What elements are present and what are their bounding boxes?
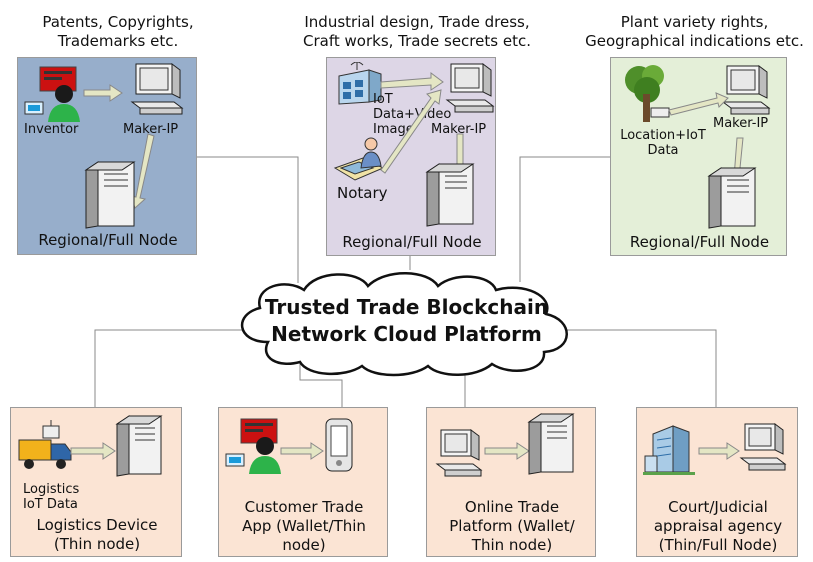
label-line: Logistics <box>23 482 80 497</box>
panel-industrial-node: IoT Data+Video Image Maker-IP Notary Reg… <box>326 57 496 256</box>
caption-line: Customer Trade <box>244 498 364 516</box>
caption-line: Thin node) <box>471 536 553 554</box>
flow-arrows <box>83 84 155 209</box>
panel-online-trade: Online Trade Platform (Wallet/ Thin node… <box>426 407 596 557</box>
label-line: Location+IoT <box>620 128 706 143</box>
header-line: Industrial design, Trade dress, <box>304 13 530 31</box>
server-icon <box>527 413 575 475</box>
header-line: Trademarks etc. <box>57 32 179 50</box>
node-caption: Regional/Full Node <box>629 233 770 251</box>
iot-data-label: IoT Data+Video Image <box>373 92 451 137</box>
label-line: Image <box>373 122 414 137</box>
maker-ip-label: Maker-IP <box>713 116 769 131</box>
cloud-title-line1: Trusted Trade Blockchain <box>264 295 549 319</box>
caption-line: App (Wallet/Thin <box>242 517 366 535</box>
computer-icon <box>739 423 787 471</box>
panel-plant-node: Location+IoT Data Maker-IP Regional/Full… <box>610 57 787 256</box>
header-line: Patents, Copyrights, <box>42 13 194 31</box>
location-iot-label: Location+IoT Data <box>613 128 713 158</box>
flow-arrows <box>484 442 530 460</box>
caption-line: Logistics Device <box>36 516 158 534</box>
panel-court-judicial: Court/Judicial appraisal agency (Thin/Fu… <box>636 407 798 557</box>
label-line: Data+Video <box>373 107 452 122</box>
panel-patents-node: Inventor Maker-IP Regional/Full Node <box>17 57 197 255</box>
cloud-platform-shape <box>241 272 568 377</box>
flow-arrows <box>280 442 324 460</box>
mobile-device-icon <box>325 418 353 472</box>
server-icon <box>115 415 163 477</box>
caption-line: appraisal agency <box>653 517 783 535</box>
caption-line: Platform (Wallet/ <box>449 517 575 535</box>
header-line: Plant variety rights, <box>620 13 769 31</box>
maker-ip-label: Maker-IP <box>431 122 487 137</box>
server-icon <box>425 163 475 227</box>
logistics-iot-label: Logistics IoT Data <box>23 482 113 512</box>
caption-line: (Thin node) <box>53 535 141 553</box>
computer-icon <box>721 65 771 115</box>
maker-ip-label: Maker-IP <box>123 122 179 137</box>
flow-arrows <box>698 442 740 460</box>
label-line: IoT <box>373 92 393 107</box>
header-plant-variety: Plant variety rights, Geographical indic… <box>572 13 813 51</box>
cloud-title-line2: Network Cloud Platform <box>271 322 542 346</box>
truck-icon <box>18 420 72 469</box>
node-caption: Court/Judicial appraisal agency (Thin/Fu… <box>637 498 799 555</box>
node-caption: Regional/Full Node <box>342 233 482 251</box>
inventor-label: Inventor <box>24 122 79 137</box>
label-line: Data <box>647 143 679 158</box>
header-industrial-design: Industrial design, Trade dress, Craft wo… <box>282 13 552 51</box>
server-icon <box>707 167 757 229</box>
caption-line: Court/Judicial <box>668 498 768 516</box>
node-caption: Customer Trade App (Wallet/Thin node) <box>219 498 389 555</box>
node-caption: Regional/Full Node <box>38 231 178 249</box>
computer-icon <box>435 429 483 477</box>
tree-icon <box>625 65 670 122</box>
caption-line: node) <box>282 536 326 554</box>
inventor-icon <box>24 66 80 122</box>
header-patents: Patents, Copyrights, Trademarks etc. <box>8 13 228 51</box>
node-caption: Logistics Device (Thin node) <box>11 516 183 554</box>
header-line: Geographical indications etc. <box>585 32 804 50</box>
caption-line: Online Trade <box>464 498 560 516</box>
caption-line: (Thin/Full Node) <box>658 536 778 554</box>
customer-icon <box>225 418 281 474</box>
node-caption: Online Trade Platform (Wallet/ Thin node… <box>427 498 597 555</box>
panel-logistics-device: Logistics IoT Data Logistics Device (Thi… <box>10 407 182 557</box>
server-icon <box>84 161 136 229</box>
computer-icon <box>130 63 184 115</box>
label-line: IoT Data <box>23 497 78 512</box>
iot-building-icon <box>338 62 382 105</box>
computer-icon <box>445 63 495 113</box>
flow-arrows <box>70 442 116 460</box>
court-building-icon <box>643 425 695 475</box>
panel-customer-app: Customer Trade App (Wallet/Thin node) <box>218 407 388 557</box>
notary-label: Notary <box>337 184 388 202</box>
header-line: Craft works, Trade secrets etc. <box>303 32 531 50</box>
